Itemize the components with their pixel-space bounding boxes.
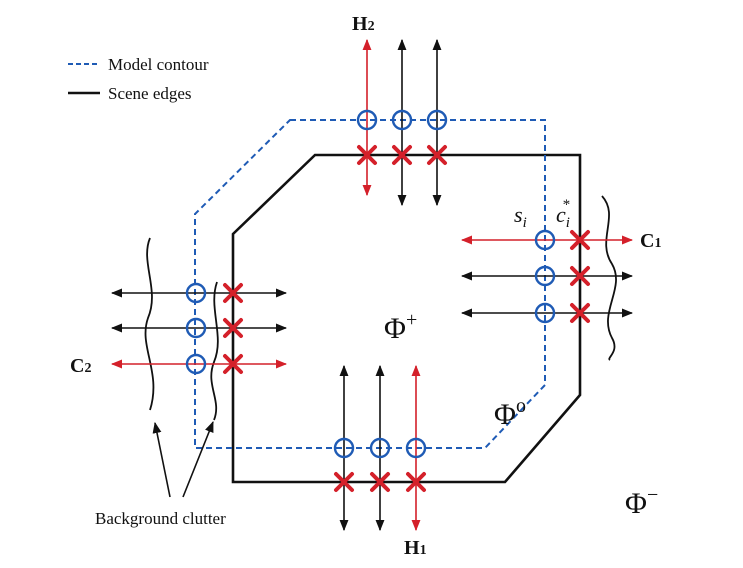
legend: Model contour Scene edges bbox=[68, 55, 209, 103]
scene-edges-polygon bbox=[231, 153, 582, 484]
model-contour-polygon bbox=[194, 119, 546, 449]
edge-point-cross bbox=[334, 472, 354, 492]
edge-point-cross bbox=[223, 318, 243, 338]
label-c-i-star: ci* bbox=[556, 197, 570, 231]
label-s-i: si bbox=[514, 202, 527, 231]
edge-point-cross bbox=[357, 145, 377, 165]
top-search-lines bbox=[362, 38, 442, 207]
label-h2: H2 bbox=[352, 13, 375, 35]
edge-point-cross bbox=[570, 303, 590, 323]
legend-scene-edges-label: Scene edges bbox=[108, 84, 192, 103]
label-h1: H1 bbox=[404, 537, 427, 559]
edge-correspondences bbox=[223, 145, 590, 492]
clutter-line-right bbox=[601, 195, 617, 361]
model-point-circle bbox=[369, 437, 391, 459]
model-point-circle bbox=[185, 282, 207, 304]
model-point-circle bbox=[405, 437, 427, 459]
label-c2: C2 bbox=[70, 355, 91, 377]
label-c1: C1 bbox=[640, 230, 661, 252]
model-point-circle bbox=[534, 265, 556, 287]
label-phi-plus: Φ+ bbox=[384, 309, 417, 345]
edge-point-cross bbox=[570, 266, 590, 286]
model-point-circle bbox=[185, 353, 207, 375]
clutter-pointer-1 bbox=[152, 421, 171, 498]
model-point-circle bbox=[391, 109, 413, 131]
edge-point-cross bbox=[370, 472, 390, 492]
legend-model-contour-label: Model contour bbox=[108, 55, 209, 74]
edge-point-cross bbox=[406, 472, 426, 492]
clutter-pointer-2 bbox=[182, 420, 214, 498]
model-point-circle bbox=[534, 302, 556, 324]
model-point-circle bbox=[356, 109, 378, 131]
right-search-lines bbox=[460, 235, 634, 318]
clutter-line-left-1 bbox=[144, 237, 155, 411]
clutter-line-left-2 bbox=[210, 281, 219, 421]
left-search-lines bbox=[110, 288, 288, 369]
edge-point-cross bbox=[427, 145, 447, 165]
label-phi-minus: Φ− bbox=[625, 484, 658, 520]
edge-point-cross bbox=[392, 145, 412, 165]
edge-point-cross bbox=[223, 283, 243, 303]
edge-point-cross bbox=[570, 230, 590, 250]
model-points bbox=[185, 109, 556, 459]
model-point-circle bbox=[333, 437, 355, 459]
background-clutter-label: Background clutter bbox=[95, 509, 226, 528]
bottom-search-lines bbox=[339, 364, 421, 532]
edge-point-cross bbox=[223, 354, 243, 374]
label-phi-zero: Φo bbox=[494, 395, 526, 431]
model-point-circle bbox=[534, 229, 556, 251]
model-point-circle bbox=[426, 109, 448, 131]
model-point-circle bbox=[185, 317, 207, 339]
